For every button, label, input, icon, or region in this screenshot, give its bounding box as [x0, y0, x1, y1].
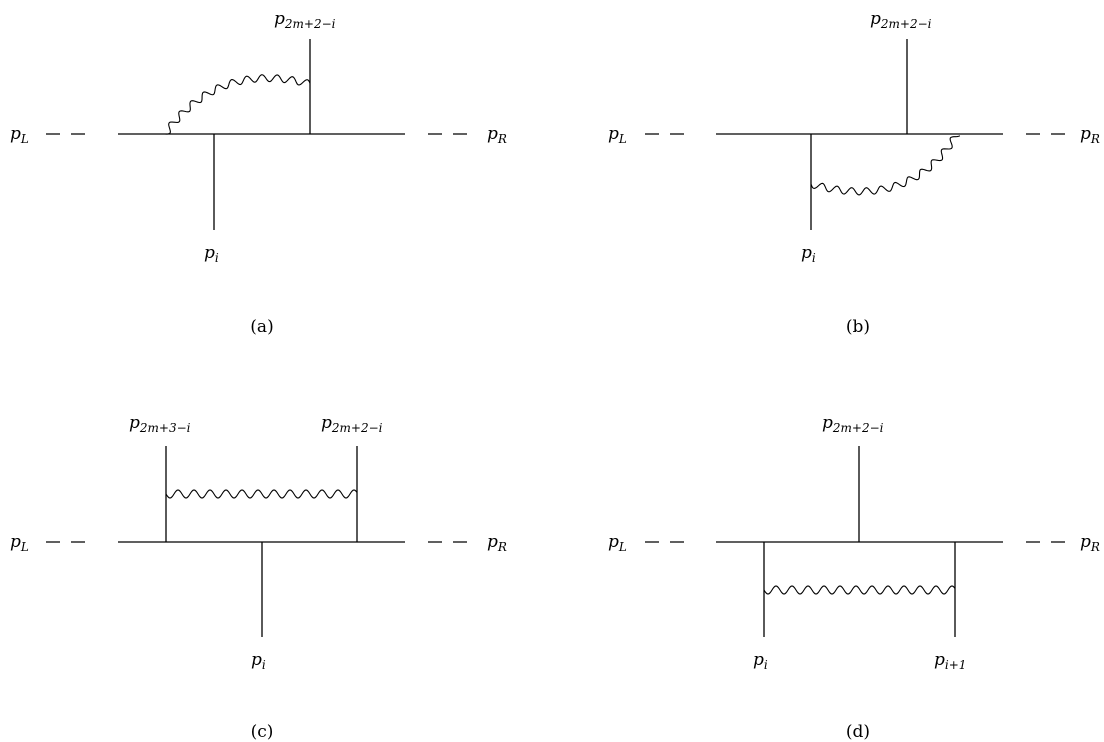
- diagram-b-label-right: pR: [1080, 124, 1100, 146]
- diagram-c-photon-line: [165, 489, 358, 499]
- diagram-d-photon-line: [763, 585, 956, 595]
- diagram-b-label-left: pL: [608, 124, 627, 146]
- diagram-c: pL pR p2m+3−i p2m+2−i pi (c): [10, 413, 507, 742]
- diagram-c-label-left: pL: [10, 532, 29, 554]
- diagram-d: pL pR p2m+2−i pi pi+1 (d): [608, 413, 1100, 742]
- diagram-b-label-top: p2m+2−i: [870, 9, 932, 31]
- diagram-a-caption: (a): [250, 317, 273, 337]
- diagram-b-label-bottom: pi: [801, 243, 816, 265]
- diagram-c-label-right: pR: [487, 532, 507, 554]
- diagram-c-label-top-right: p2m+2−i: [321, 413, 383, 435]
- diagram-d-label-bottom-right: pi+1: [934, 650, 966, 672]
- diagram-c-label-bottom: pi: [251, 650, 266, 672]
- diagram-b: pL pR p2m+2−i pi (b): [608, 9, 1100, 337]
- diagram-a-label-left: pL: [10, 124, 29, 146]
- diagram-c-caption: (c): [251, 722, 274, 742]
- diagram-a-label-bottom: pi: [204, 243, 219, 265]
- diagram-d-label-bottom-left: pi: [753, 650, 768, 672]
- diagram-d-label-right: pR: [1080, 532, 1100, 554]
- diagram-a-label-right: pR: [487, 124, 507, 146]
- diagram-a-photon-line: [164, 74, 311, 135]
- diagram-a-label-top: p2m+2−i: [274, 9, 336, 31]
- diagram-a: pL pR p2m+2−i pi (a): [10, 9, 507, 337]
- diagram-d-caption: (d): [846, 722, 870, 742]
- diagram-c-label-top-left: p2m+3−i: [129, 413, 191, 435]
- diagram-b-caption: (b): [846, 317, 870, 337]
- diagram-b-photon-line: [810, 135, 961, 196]
- diagram-d-label-top: p2m+2−i: [822, 413, 884, 435]
- diagram-d-label-left: pL: [608, 532, 627, 554]
